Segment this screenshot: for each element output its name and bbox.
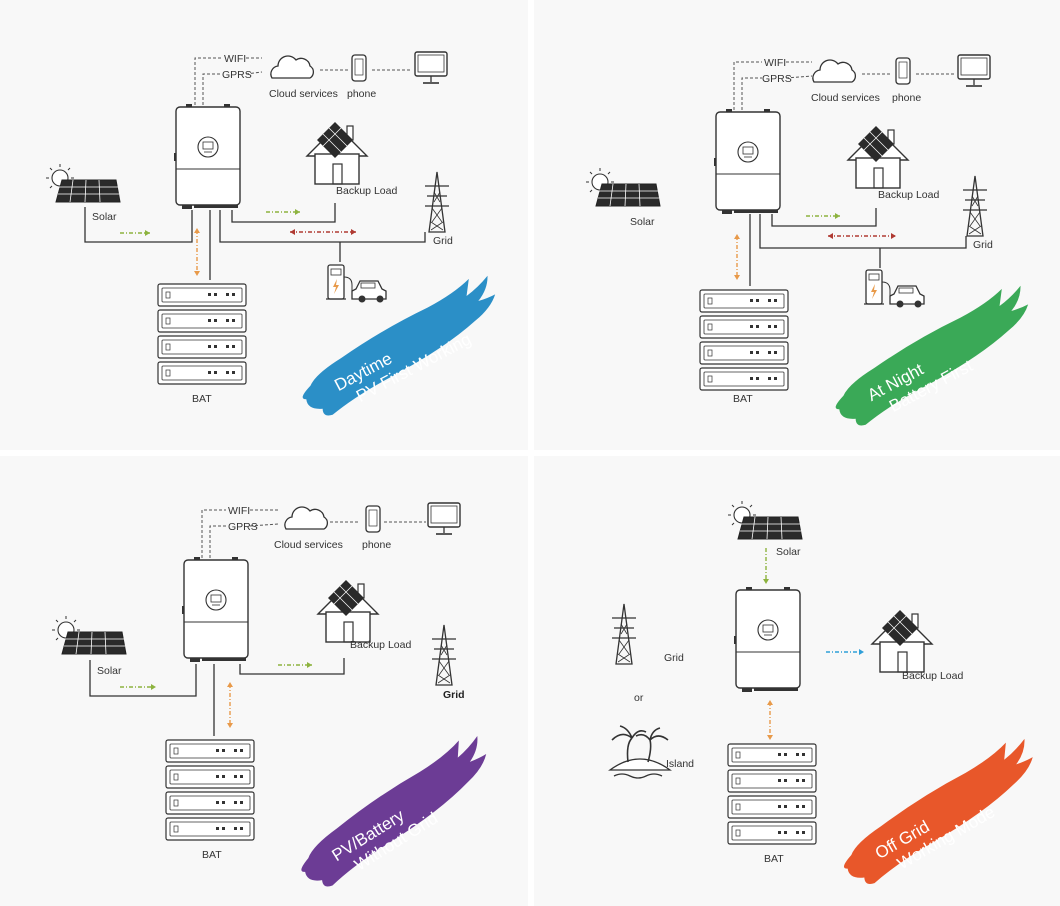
phone-label: phone	[347, 88, 376, 100]
wifi-label: WIFI	[764, 57, 786, 69]
grid-label: Grid	[973, 239, 993, 251]
monitor-icon	[414, 51, 448, 84]
bat-label: BAT	[733, 393, 753, 405]
grid-label: Grid	[443, 689, 465, 701]
monitor-icon	[957, 54, 991, 87]
solar-panel-icon	[51, 615, 127, 655]
cloud-label: Cloud services	[274, 539, 343, 551]
ev-charger-car-icon	[863, 269, 925, 309]
cloud-label: Cloud services	[811, 92, 880, 104]
battery-stack-icon	[158, 284, 246, 384]
bat-label: BAT	[764, 853, 784, 865]
gprs-label: GPRS	[222, 69, 252, 81]
cloud-label: Cloud services	[269, 88, 338, 100]
solar-label: Solar	[92, 211, 117, 223]
mode-badge-off-grid: Off Grid Working Mode	[843, 738, 1033, 884]
house-icon	[871, 609, 933, 673]
bat-label: BAT	[192, 393, 212, 405]
bat-label: BAT	[202, 849, 222, 861]
solar-label: Solar	[776, 546, 801, 558]
gprs-label: GPRS	[762, 73, 792, 85]
or-label: or	[634, 692, 644, 704]
panel1-diagram: WIFI GPRS Cloud services phone Solar Bac…	[45, 51, 496, 416]
phone-icon	[895, 57, 911, 85]
solar-panel-icon	[45, 163, 121, 203]
ev-charger-car-icon	[325, 264, 387, 304]
house-icon	[306, 121, 368, 185]
backup-load-label: Backup Load	[902, 670, 963, 682]
wifi-label: WIFI	[228, 505, 250, 517]
monitor-icon	[427, 502, 461, 535]
backup-load-label: Backup Load	[336, 185, 397, 197]
cloud-icon	[270, 55, 315, 79]
mode-badge-daytime: Daytime PV First Working	[302, 275, 496, 416]
solar-panel-icon	[585, 167, 661, 207]
grid-pylon-icon	[431, 624, 457, 686]
mode-badge-without-grid: PV/Battery Without Grid	[301, 735, 487, 887]
panel-without-grid	[0, 456, 528, 906]
panel4-diagram: Solar Grid or Island Backup Load BAT Off…	[609, 500, 1033, 884]
solar-label: Solar	[97, 665, 122, 677]
cloud-icon	[284, 506, 329, 530]
phone-icon	[351, 54, 367, 82]
mode-badge-night: At Night Battery First	[835, 285, 1029, 426]
phone-label: phone	[892, 92, 921, 104]
island-label: Island	[666, 758, 694, 770]
island-icon	[609, 725, 671, 779]
grid-pylon-icon	[962, 175, 988, 237]
grid-label: Grid	[664, 652, 684, 664]
backup-load-label: Backup Load	[350, 639, 411, 651]
house-icon	[317, 579, 379, 643]
grid-pylon-icon	[424, 171, 450, 233]
inverter-icon	[173, 103, 241, 210]
panel3-diagram: WIFI GPRS Cloud services phone Solar Bac…	[51, 502, 487, 887]
phone-label: phone	[362, 539, 391, 551]
panel2-diagram: WIFI GPRS Cloud services phone Solar Bac…	[585, 54, 1029, 426]
inverter-icon	[181, 556, 249, 663]
inverter-icon	[733, 586, 801, 693]
grid-label: Grid	[433, 235, 453, 247]
phone-icon	[365, 505, 381, 533]
cloud-icon	[812, 59, 857, 83]
wifi-label: WIFI	[224, 53, 246, 65]
battery-stack-icon	[700, 290, 788, 390]
battery-stack-icon	[166, 740, 254, 840]
house-icon	[847, 125, 909, 189]
gprs-label: GPRS	[228, 521, 258, 533]
inverter-icon	[713, 108, 781, 215]
backup-load-label: Backup Load	[878, 189, 939, 201]
solar-panel-icon	[727, 500, 803, 540]
grid-pylon-icon	[611, 603, 637, 665]
battery-stack-icon	[728, 744, 816, 844]
solar-label: Solar	[630, 216, 655, 228]
